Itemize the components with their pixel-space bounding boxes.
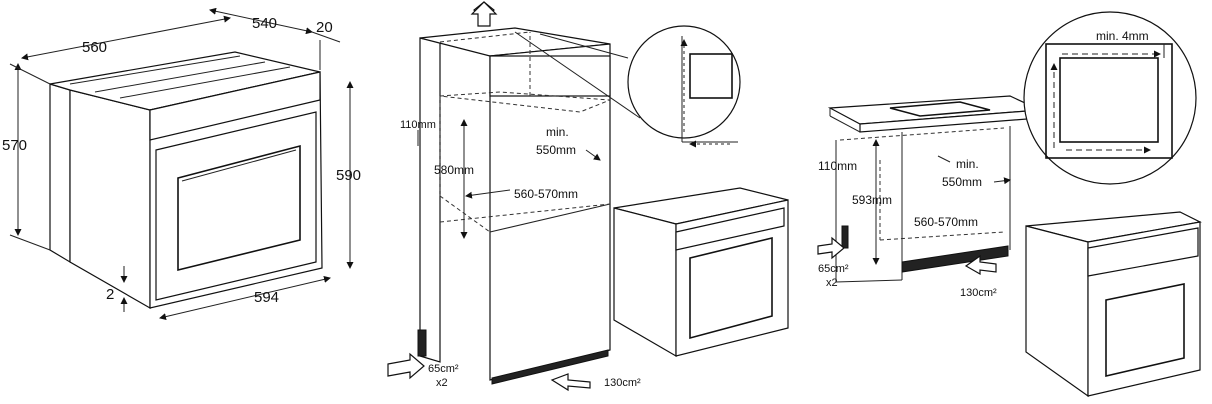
airflow-arrow-icon <box>964 254 997 276</box>
oven-dimension-drawing: 570 560 540 20 590 594 2 <box>2 7 361 321</box>
column-niche-width-label: 560-570mm <box>514 187 578 201</box>
undercounter-vent-front-label: 130cm² <box>960 287 997 299</box>
airflow-arrow-icon <box>550 373 591 392</box>
column-vent-front-label: 130cm² <box>604 377 641 389</box>
column-top-clearance-label: 110mm <box>400 119 436 131</box>
undercounter-gap-label: min. 4mm <box>1096 29 1149 43</box>
oven-width-front-label: 594 <box>254 289 279 306</box>
undercounter-min-depth-label: min. <box>956 157 979 171</box>
undercounter-installation-drawing: 110mm 593mm min. 550mm 560-570mm 65cm² x… <box>817 11 1202 398</box>
undercounter-top-clearance-label: 110mm <box>818 159 857 173</box>
oven-height-body-label: 570 <box>2 137 27 154</box>
oven-depth-total-label: 560 <box>82 39 107 56</box>
undercounter-niche-width-label: 560-570mm <box>914 215 978 229</box>
undercounter-vent-bottom-multiplier: x2 <box>826 277 838 289</box>
column-vent-bottom-multiplier: x2 <box>436 377 448 389</box>
oven-front-panel-label: 20 <box>316 19 333 36</box>
oven-gap-bottom-label: 2 <box>106 286 114 303</box>
column-min-depth-label: min. <box>546 125 569 139</box>
undercounter-niche-height-label: 593mm <box>852 193 892 207</box>
column-min-depth-value: 550mm <box>536 143 576 157</box>
undercounter-vent-bottom-label: 65cm² <box>818 263 849 275</box>
column-vent-bottom-label: 65cm² <box>428 363 459 375</box>
airflow-arrow-icon <box>817 236 845 260</box>
column-niche-height-label: 580mm <box>434 163 474 177</box>
column-installation-drawing: 110mm 580mm min. 550mm 560-570mm 65cm² x… <box>387 1 789 392</box>
airflow-arrow-icon <box>387 352 425 380</box>
up-arrow-icon <box>470 1 498 27</box>
oven-height-front-label: 590 <box>336 167 361 184</box>
undercounter-min-depth-value: 550mm <box>942 175 982 189</box>
oven-depth-body-label: 540 <box>252 15 277 32</box>
